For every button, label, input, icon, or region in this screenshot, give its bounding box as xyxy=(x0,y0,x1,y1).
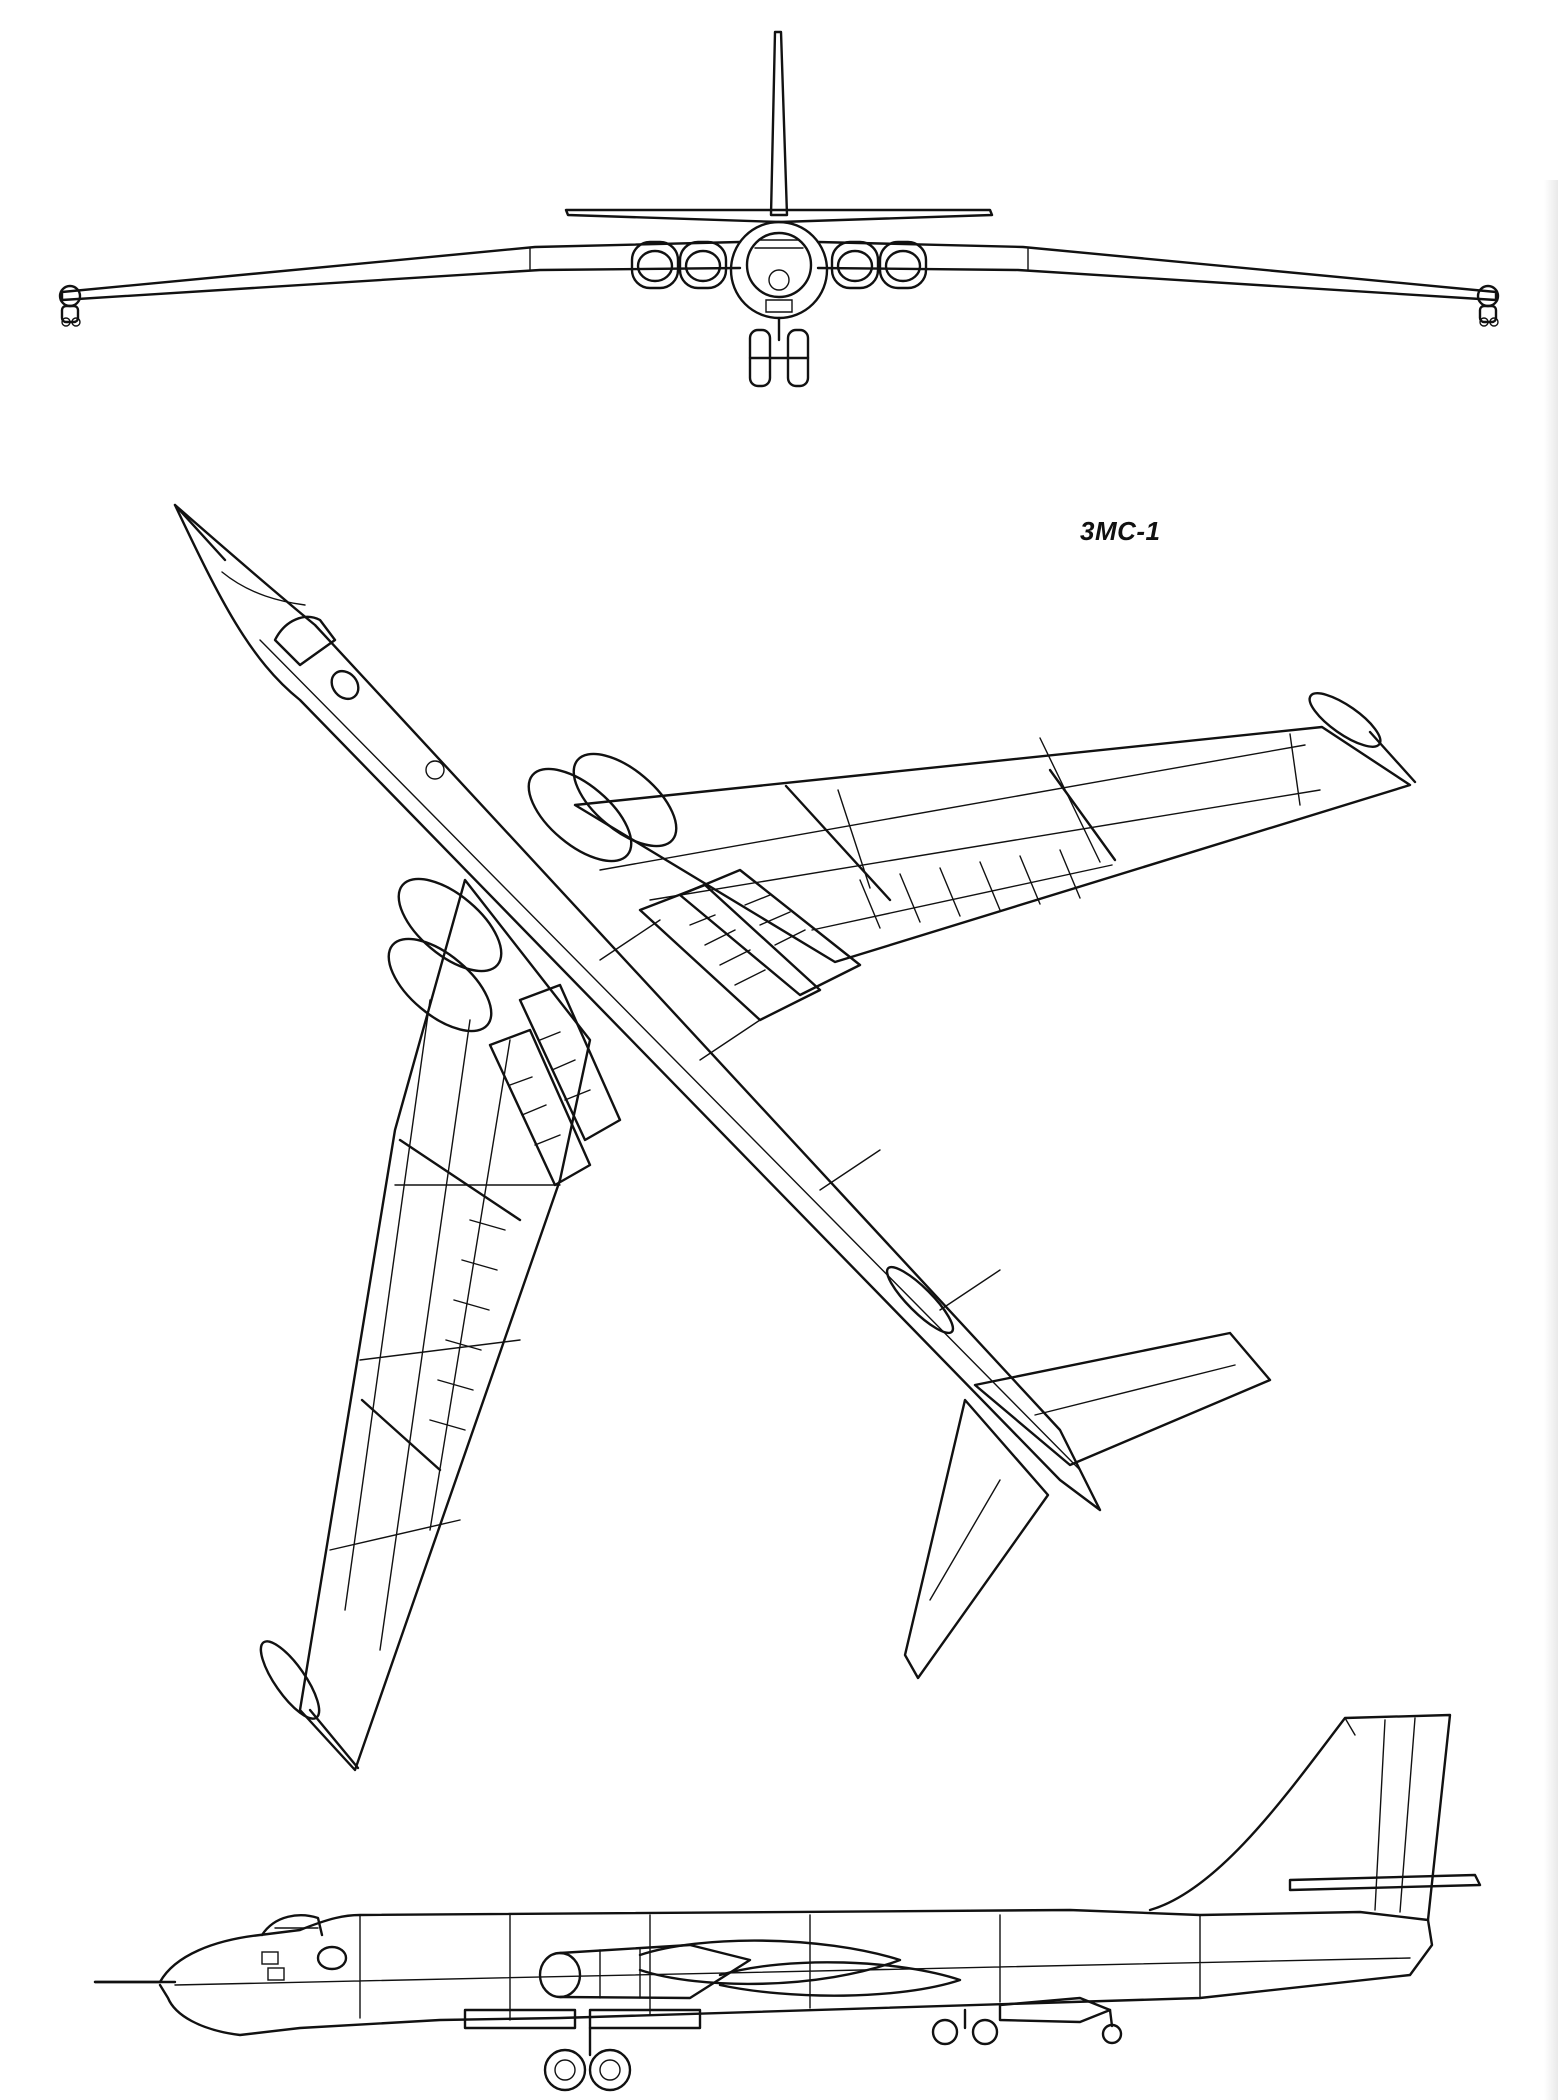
page-edge-shadow xyxy=(1544,180,1558,2100)
top-view-pylons-right xyxy=(638,868,862,1022)
top-view-wing-right xyxy=(573,692,1417,964)
front-view-fuselage xyxy=(729,220,829,320)
front-view-wingtip-pod-left xyxy=(58,284,82,327)
aircraft-designation-label: 3MC-1 xyxy=(1080,516,1161,546)
side-view-rear-gear xyxy=(931,2008,999,2046)
front-view-main-gear xyxy=(748,316,810,388)
top-view-engines xyxy=(387,752,678,1033)
side-view xyxy=(93,1713,1482,2092)
front-view xyxy=(58,30,1500,388)
side-view-engine xyxy=(538,1939,962,2000)
front-view-engines xyxy=(630,240,928,290)
top-view-wing-left xyxy=(259,878,592,1772)
front-view-wing xyxy=(60,240,1498,302)
front-view-stabilizer xyxy=(564,208,994,224)
top-view-horizontal-tail xyxy=(903,1331,1272,1680)
top-view-fuselage xyxy=(173,503,1102,1512)
side-view-vertical-tail xyxy=(1148,1713,1452,1922)
top-view xyxy=(173,503,1417,1772)
top-view-pylons-left xyxy=(488,983,622,1187)
front-view-wingtip-pod-right xyxy=(1476,284,1500,327)
side-view-main-gear xyxy=(543,2026,632,2092)
front-view-fin xyxy=(769,30,789,217)
